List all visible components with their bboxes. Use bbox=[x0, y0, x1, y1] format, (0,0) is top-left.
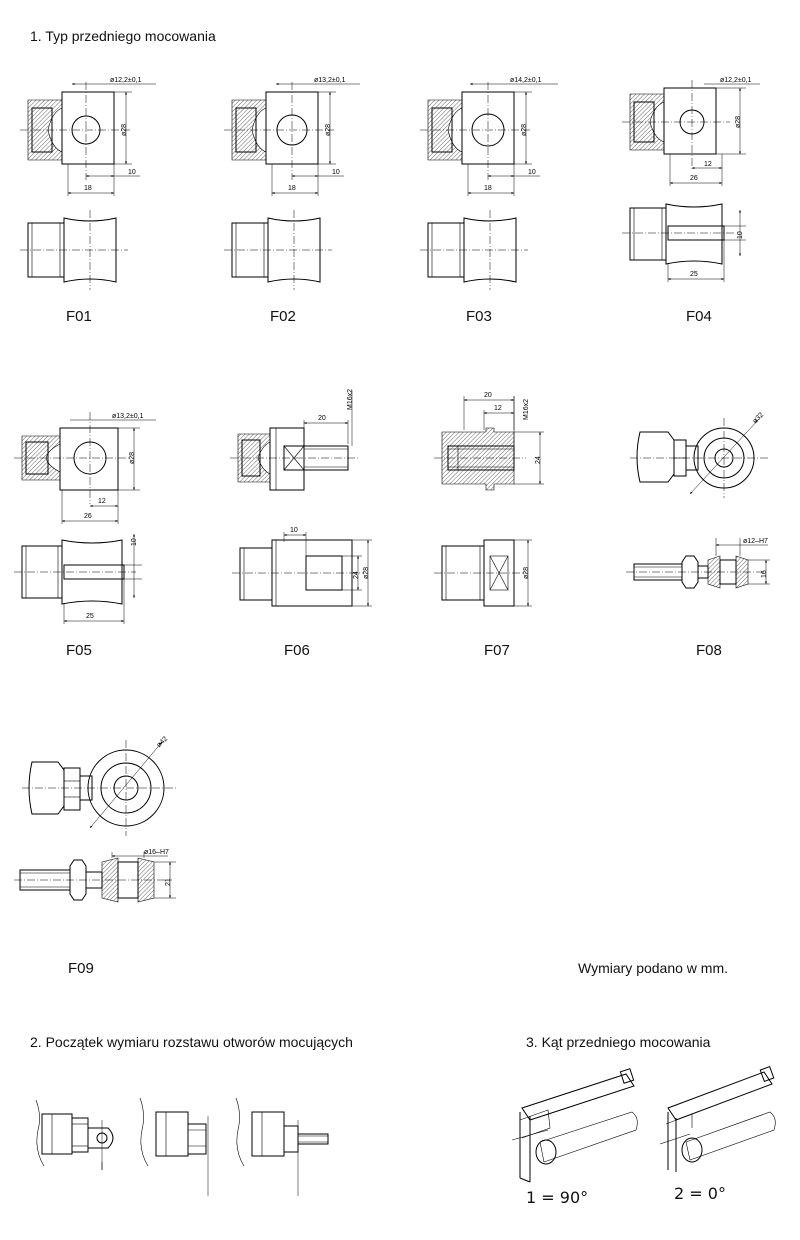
dim-label: ø28 bbox=[523, 567, 530, 579]
dim-label: 25 bbox=[690, 271, 698, 278]
drawing-f07: 20 12 M16x2 24 ø28 bbox=[434, 392, 544, 607]
dim-label: 18 bbox=[288, 185, 296, 192]
dim-label: ø16–H7 bbox=[144, 849, 169, 856]
dim-label: 18 bbox=[484, 185, 492, 192]
units-note: Wymiary podano w mm. bbox=[578, 960, 729, 976]
type-code-f02: F02 bbox=[270, 308, 296, 325]
section-2-title: 2. Początek wymiaru rozstawu otworów moc… bbox=[30, 1034, 353, 1050]
mounting-start-drawings bbox=[35, 1097, 329, 1196]
type-code-f09: F09 bbox=[68, 960, 94, 977]
dim-label: 10 bbox=[128, 169, 136, 176]
dim-label: ø14,2±0,1 bbox=[510, 77, 542, 84]
drawing-f08: ø32 ø12–H7 16 bbox=[626, 412, 770, 589]
drawing-f06: 20 M16x2 10 24 ø28 bbox=[230, 389, 372, 607]
dim-label: M16x2 bbox=[523, 399, 530, 420]
type-code-f03: F03 bbox=[466, 308, 492, 325]
drawing-f05: ø13,2±0,1 ø28 12 26 10 25 bbox=[14, 412, 156, 624]
dim-label: 24 bbox=[353, 571, 360, 579]
dim-label: ø12,2±0,1 bbox=[720, 77, 752, 84]
section-3-title: 3. Kąt przedniego mocowania bbox=[526, 1034, 711, 1050]
dim-label: 12 bbox=[98, 498, 106, 505]
dim-label: 25 bbox=[86, 613, 94, 620]
section-1-title: 1. Typ przedniego mocowania bbox=[30, 28, 216, 44]
type-code-f04: F04 bbox=[686, 308, 712, 325]
dim-label: ø28 bbox=[129, 452, 136, 464]
dim-label: 26 bbox=[84, 513, 92, 520]
dim-label: ø28 bbox=[363, 567, 370, 579]
dim-label: M16x2 bbox=[347, 389, 354, 410]
drawing-f01: ø12,2±0,1 ø28 18 10 bbox=[20, 77, 156, 290]
dim-label: ø42 bbox=[156, 736, 170, 750]
dim-label: 10 bbox=[290, 527, 298, 534]
angle-label-90: 1 = 90° bbox=[526, 1188, 589, 1207]
dim-label: ø28 bbox=[521, 124, 528, 136]
type-code-f01: F01 bbox=[66, 308, 92, 325]
dim-label: 12 bbox=[494, 405, 502, 412]
dim-label: ø13,2±0,1 bbox=[112, 413, 144, 420]
drawing-f02: ø13,2±0,1 ø28 18 10 bbox=[224, 77, 360, 290]
type-code-f08: F08 bbox=[696, 642, 722, 659]
dim-label: 10 bbox=[332, 169, 340, 176]
mounting-angle-drawings bbox=[511, 1066, 776, 1183]
angle-label-0: 2 = 0° bbox=[674, 1184, 726, 1203]
dim-label: ø12,2±0,1 bbox=[110, 77, 142, 84]
dim-label: ø12–H7 bbox=[743, 538, 768, 545]
type-code-f07: F07 bbox=[484, 642, 510, 659]
dim-label: 18 bbox=[84, 185, 92, 192]
drawing-f04: ø12,2±0,1 ø28 12 26 10 25 bbox=[622, 77, 760, 282]
dim-label: 21 bbox=[165, 878, 172, 886]
dim-label: 26 bbox=[690, 175, 698, 182]
dim-label: 16 bbox=[761, 570, 768, 578]
dim-label: 20 bbox=[484, 392, 492, 399]
dim-label: 12 bbox=[704, 161, 712, 168]
dim-label: 10 bbox=[737, 231, 744, 239]
drawing-f09: ø42 ø16–H7 21 bbox=[14, 736, 176, 903]
dim-label: ø28 bbox=[325, 124, 332, 136]
dim-label: ø28 bbox=[735, 116, 742, 128]
dim-label: 20 bbox=[318, 415, 326, 422]
dim-label: 10 bbox=[131, 538, 138, 546]
drawing-f03: ø14,2±0,1 ø28 18 10 bbox=[420, 77, 558, 290]
dim-label: 10 bbox=[528, 169, 536, 176]
type-code-f06: F06 bbox=[284, 642, 310, 659]
dim-label: 24 bbox=[535, 456, 542, 464]
type-code-f05: F05 bbox=[66, 642, 92, 659]
dim-label: ø13,2±0,1 bbox=[314, 77, 346, 84]
dim-label: ø32 bbox=[752, 412, 766, 426]
dim-label: ø28 bbox=[121, 124, 128, 136]
